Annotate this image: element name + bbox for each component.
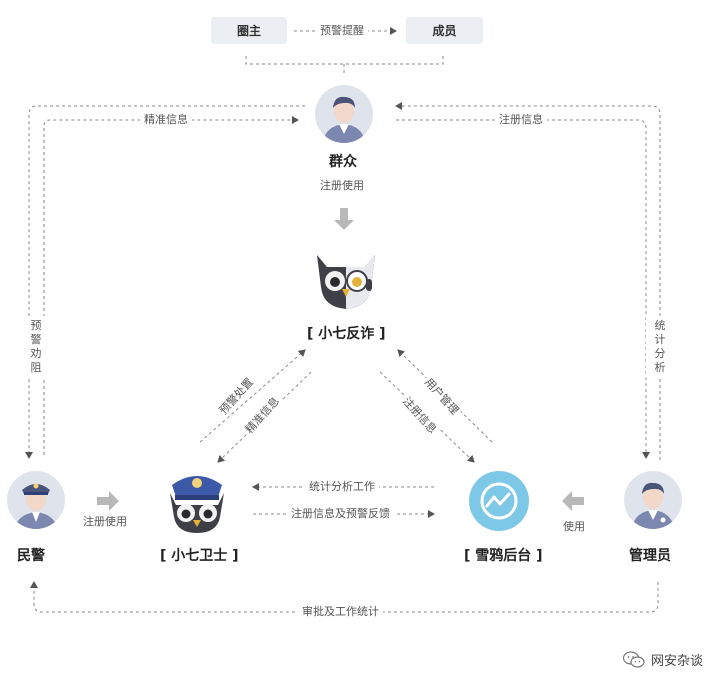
alert-reminder-label: 预警提醒 [316, 24, 368, 38]
alert-dissuade-text: 预警劝阻 [30, 319, 42, 374]
public-avatar-icon [315, 85, 373, 143]
police-caption: 注册使用 [79, 515, 131, 529]
member-label: 成员 [432, 24, 457, 38]
alert-dissuade-label: 预警劝阻 [22, 316, 50, 378]
stats-analysis-text: 统计分析 [654, 319, 666, 374]
stats-work-label: 统计分析工作 [305, 480, 379, 494]
guard-to-antifraud-arrow [199, 349, 306, 443]
top-bracket [245, 56, 444, 65]
public-caption: 注册使用 [316, 179, 368, 193]
antifraud-to-backend-arrow [379, 371, 475, 463]
owner-pill: 圈主 [211, 17, 287, 44]
public-down-arrow [334, 208, 354, 230]
watermark: 网安杂谈 [622, 650, 703, 669]
backend-title: [ 雪鸦后台 ] [464, 548, 543, 564]
guard-title: [ 小七卫士 ] [160, 548, 239, 564]
precise-info-left-label: 精准信息 [140, 113, 192, 127]
register-feedback-label: 注册信息及预警反馈 [287, 507, 394, 521]
admin-title: 管理员 [629, 548, 671, 564]
wechat-icon [622, 650, 645, 668]
admin-caption: 使用 [559, 520, 589, 534]
member-pill: 成员 [406, 17, 483, 44]
admin-left-arrow [562, 491, 584, 511]
backend-to-antifraud-arrow [397, 349, 493, 443]
police-to-public-inner [43, 116, 299, 455]
owner-label: 圈主 [236, 24, 261, 38]
police-avatar-icon [7, 471, 65, 529]
admin-avatar-icon [624, 471, 682, 529]
admin-to-public-outer [395, 102, 661, 460]
backend-logo-icon [469, 471, 529, 531]
stats-analysis-label: 统计分析 [646, 316, 674, 378]
register-info-right-label: 注册信息 [495, 113, 547, 127]
guard-owl-icon [170, 476, 224, 533]
anti-fraud-title: [ 小七反诈 ] [307, 326, 386, 342]
police-title: 民警 [17, 548, 45, 564]
anti-fraud-owl-icon [317, 255, 375, 309]
public-title: 群众 [329, 154, 357, 170]
watermark-text: 网安杂谈 [650, 654, 703, 669]
approval-stats-label: 审批及工作统计 [298, 605, 383, 619]
police-right-arrow [97, 491, 119, 511]
public-to-admin-inner [396, 119, 650, 459]
